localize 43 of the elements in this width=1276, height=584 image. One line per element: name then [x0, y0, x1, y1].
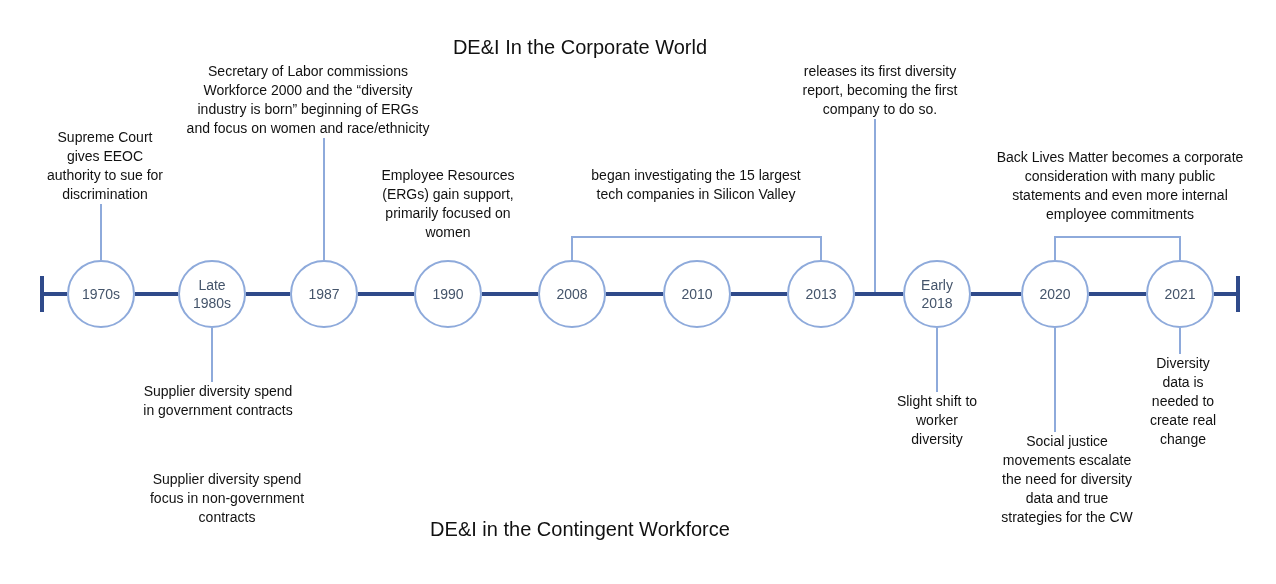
- leader-line: [874, 118, 876, 293]
- leader-line: [1179, 327, 1181, 355]
- year-circle: 2008: [538, 260, 606, 328]
- bracket-line: [1119, 236, 1181, 261]
- year-circle: 1987: [290, 260, 358, 328]
- title: DE&I In the Corporate World: [452, 36, 708, 59]
- event-text: Secretary of Labor commissions Workforce 2000 and the “diversity industry is born” beginning of ERGs and focus on women and race/ethnicity: [185, 62, 431, 138]
- year-circle: 1970s: [67, 260, 135, 328]
- event-text: Supplier diversity spend in government contracts: [143, 382, 293, 420]
- event-text: Diversity data is needed to create real change: [1143, 354, 1223, 449]
- year-circle: Early 2018: [903, 260, 971, 328]
- timeline-segment: [482, 292, 538, 296]
- event-text: began investigating the 15 largest tech companies in Silicon Valley: [578, 166, 814, 237]
- timeline-segment: [971, 292, 1021, 296]
- timeline-segment: [135, 292, 178, 296]
- timeline-segment: [246, 292, 290, 296]
- year-circle: 2021: [1146, 260, 1214, 328]
- year-circle: 2013: [787, 260, 855, 328]
- year-circle: Late 1980s: [178, 260, 246, 328]
- timeline-segment: [855, 292, 903, 296]
- section-heading: DE&I in the Contingent Workforce: [430, 518, 730, 541]
- timeline-segment: [606, 292, 663, 296]
- bracket-line: [695, 236, 822, 261]
- leader-line: [1054, 327, 1056, 433]
- leader-line: [323, 137, 325, 261]
- leader-line: [211, 327, 213, 383]
- event-text: Slight shift to worker diversity: [892, 392, 982, 449]
- event-text: Social justice movements escalate the need for diversity data and true strategies for the CW: [999, 432, 1135, 527]
- timeline-segment: [731, 292, 787, 296]
- leader-line: [936, 327, 938, 393]
- timeline-segment: [358, 292, 414, 296]
- event-text: Supreme Court gives EEOC authority to sue for discrimination: [46, 128, 164, 204]
- year-circle: 2010: [663, 260, 731, 328]
- note-text: Employee Resources (ERGs) gain support, primarily focused on women: [380, 166, 516, 242]
- year-circle: 1990: [414, 260, 482, 328]
- event-text: Back Lives Matter becomes a corporate consideration with many public statements and even more internal employee commitments: [995, 148, 1245, 237]
- timeline-segment: [1089, 292, 1146, 296]
- year-circle: 2020: [1021, 260, 1089, 328]
- bracket-line: [571, 236, 697, 261]
- leader-line: [100, 203, 102, 261]
- note-text: Supplier diversity spend focus in non-government contracts: [148, 470, 306, 527]
- bracket-line: [1054, 236, 1121, 261]
- event-text: releases its first diversity report, becoming the first company to do so.: [797, 62, 963, 119]
